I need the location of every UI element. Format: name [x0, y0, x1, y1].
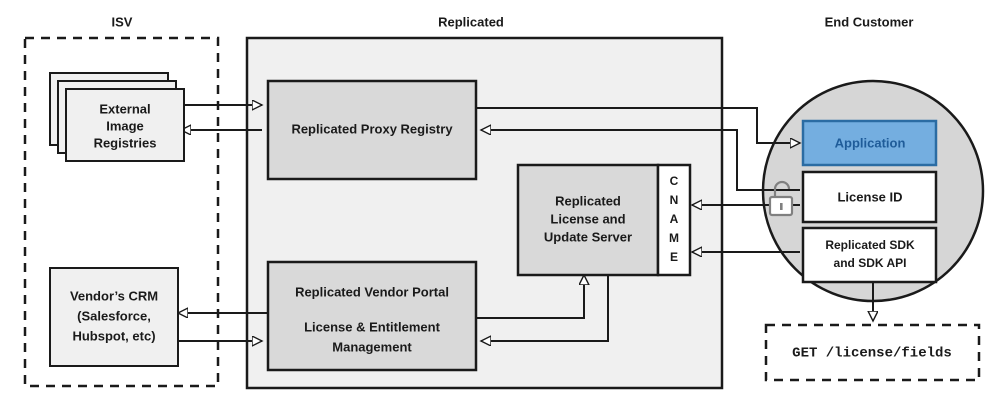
- unlocked-padlock-icon: [768, 180, 794, 217]
- connector-proxy-to-application: [476, 107, 800, 143]
- application-label: Application: [835, 135, 906, 150]
- node-external-image-registries[interactable]: External Image Registries: [49, 72, 185, 162]
- cname-tag: C N A M E: [656, 163, 692, 277]
- replicated-license-and-update-server-label-line-1: Replicated: [555, 193, 621, 208]
- replicated-proxy-registry-box: [266, 79, 478, 181]
- replicated-license-and-update-server-label-line-3: Update Server: [544, 229, 632, 244]
- node-replicated-proxy-registry[interactable]: Replicated Proxy Registry: [266, 79, 478, 181]
- vendors-crm-label-line-2: (Salesforce,: [77, 308, 151, 323]
- external-image-registries-label-line-1: External: [99, 101, 150, 116]
- replicated-sdk-box: [801, 226, 938, 284]
- license-id-box: [801, 170, 938, 224]
- cname-letter-4: M: [669, 231, 679, 245]
- replicated-vendor-portal-box: [266, 260, 478, 372]
- node-replicated-sdk[interactable]: Replicated SDK and SDK API: [801, 226, 938, 284]
- padlock-shackle: [773, 180, 791, 197]
- connector-vendor-portal-to-update-server: [476, 275, 584, 319]
- replicated-vendor-portal-label-line-2: License & Entitlement: [304, 319, 440, 334]
- zone-title-replicated: Replicated: [438, 14, 504, 29]
- cname-letter-2: N: [670, 193, 679, 207]
- license-id-label: License ID: [837, 189, 902, 204]
- cname-letter-1: C: [670, 174, 679, 188]
- node-replicated-vendor-portal[interactable]: Replicated Vendor Portal License & Entit…: [266, 260, 478, 372]
- node-application[interactable]: Application: [801, 119, 938, 167]
- license-fields-request-text: GET /license/fields: [792, 346, 952, 362]
- vendors-crm-label-line-1: Vendor’s CRM: [70, 288, 158, 303]
- replicated-license-and-update-server-label-line-2: License and: [550, 211, 625, 226]
- license-fields-request-box: [764, 323, 981, 382]
- replicated-sdk-label-line-1: Replicated SDK: [825, 238, 915, 252]
- external-image-registries-label-line-3: Registries: [94, 135, 157, 150]
- node-license-id[interactable]: License ID: [801, 170, 938, 224]
- zone-title-isv: ISV: [112, 14, 133, 29]
- replicated-vendor-portal-label-line-1: Replicated Vendor Portal: [295, 284, 449, 299]
- cname-letter-3: A: [670, 212, 679, 226]
- node-license-fields-request[interactable]: GET /license/fields: [764, 323, 981, 382]
- cname-tag-box: [656, 163, 692, 277]
- vendors-crm-box: [49, 267, 179, 367]
- cname-letter-5: E: [670, 250, 678, 264]
- replicated-proxy-registry-label: Replicated Proxy Registry: [291, 121, 453, 136]
- connector-application-to-proxy: [481, 130, 800, 191]
- node-vendors-crm[interactable]: Vendor’s CRM (Salesforce, Hubspot, etc): [49, 267, 179, 367]
- replicated-vendor-portal-label-line-3: Management: [332, 339, 412, 354]
- node-replicated-license-and-update-server[interactable]: Replicated License and Update Server C N…: [516, 163, 692, 277]
- application-box: [801, 119, 938, 167]
- zone-isv-boundary: [23, 36, 220, 388]
- external-image-registries-label-line-2: Image: [106, 118, 144, 133]
- external-image-registries-card-front: [65, 88, 185, 162]
- vendors-crm-label-line-3: Hubspot, etc): [72, 328, 155, 343]
- zone-title-end-customer: End Customer: [825, 14, 914, 29]
- replicated-sdk-label-line-2: and SDK API: [834, 256, 907, 270]
- padlock-keyhole: [780, 203, 783, 210]
- connector-update-server-to-vendor-portal: [481, 268, 609, 341]
